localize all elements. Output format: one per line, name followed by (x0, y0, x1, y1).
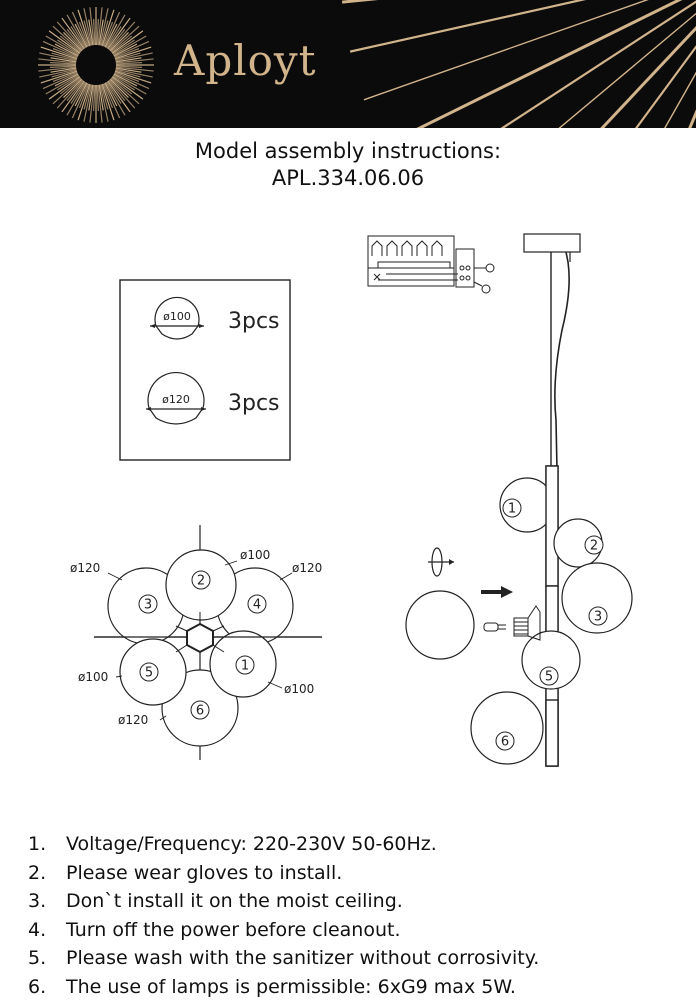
top-view: 1 2 3 4 5 6 ø120 ø100 ø120 ø100 ø100 ø120 (70, 525, 322, 760)
note-item: 5.Please wash with the sanitizer without… (28, 944, 539, 973)
g9-bulb-icon (484, 623, 506, 631)
power-cable (555, 252, 569, 470)
label-d120-top-right: ø120 (292, 561, 322, 575)
top-shade-number: 4 (248, 595, 266, 613)
note-number: 5. (28, 944, 66, 973)
note-number: 2. (28, 859, 66, 888)
note-text: Turn off the power before cleanout. (66, 919, 401, 941)
shade-number: 2 (197, 574, 205, 589)
sunburst-center (79, 48, 113, 82)
note-text: Please wear gloves to install. (66, 862, 342, 884)
parts-box: ø100 3pcs ø120 3pcs (120, 280, 290, 460)
note-number: 1. (28, 830, 66, 859)
rotate-arrow-icon (428, 548, 454, 576)
parts-size-small: ø100 (163, 310, 191, 323)
shade-number: 3 (144, 598, 152, 613)
note-text: The use of lamps is permissible: 6xG9 ma… (66, 976, 516, 998)
brand-logo-text: Aployt (174, 36, 317, 85)
side-shade-number: 1 (503, 499, 521, 517)
terminal-slot (417, 241, 427, 256)
terminal-slot (387, 241, 397, 256)
brand-header: Aployt (0, 0, 696, 128)
note-number: 3. (28, 887, 66, 916)
corner-rays-decoration (340, 0, 696, 128)
shade-number: 4 (253, 598, 261, 613)
top-shade-number: 6 (191, 701, 209, 719)
label-d100-right: ø100 (284, 682, 314, 696)
exploded-shade-4 (406, 591, 474, 659)
top-shade-number: 3 (139, 595, 157, 613)
model-number: APL.334.06.06 (0, 165, 696, 192)
note-item: 2.Please wear gloves to install. (28, 859, 539, 888)
terminal-slot (402, 241, 412, 256)
side-shade-number: 2 (585, 536, 603, 554)
shade-number: 6 (196, 704, 204, 719)
wiring-diagram (368, 236, 494, 293)
terminal-block (368, 236, 454, 286)
title-line-1: Model assembly instructions: (0, 138, 696, 165)
label-d100-top: ø100 (240, 548, 270, 562)
label-d120-bottom: ø120 (118, 713, 148, 727)
label-d100-left: ø100 (78, 670, 108, 684)
parts-size-large: ø120 (162, 393, 190, 406)
shade-number: 1 (508, 502, 516, 517)
terminal-slot (432, 241, 442, 256)
parts-qty-large: 3pcs (228, 391, 280, 416)
wire-terminal-ground (482, 285, 490, 293)
note-text: Voltage/Frequency: 220-230V 50-60Hz. (66, 833, 437, 855)
parts-qty-small: 3pcs (228, 309, 280, 334)
header-graphics (0, 0, 696, 128)
note-text: Don`t install it on the moist ceiling. (66, 890, 403, 912)
shade-number: 3 (594, 610, 602, 625)
shade-icon-small: ø100 (150, 297, 204, 339)
hub-hexagon (187, 624, 213, 652)
note-text: Please wash with the sanitizer without c… (66, 947, 539, 969)
note-number: 4. (28, 916, 66, 945)
top-shade-number: 1 (236, 656, 254, 674)
note-item: 1.Voltage/Frequency: 220-230V 50-60Hz. (28, 830, 539, 859)
shade-number: 5 (145, 666, 153, 681)
parts-box-frame (120, 280, 290, 460)
shade-icon-large: ø120 (146, 373, 206, 424)
wire-terminal-live (486, 264, 494, 272)
side-shade-number: 6 (496, 732, 514, 750)
note-number: 6. (28, 973, 66, 1001)
note-item: 6.The use of lamps is permissible: 6xG9 … (28, 973, 539, 1001)
note-item: 3.Don`t install it on the moist ceiling. (28, 887, 539, 916)
instruction-notes: 1.Voltage/Frequency: 220-230V 50-60Hz.2.… (28, 830, 539, 1001)
shade-number: 1 (241, 659, 249, 674)
label-d120-top-left: ø120 (70, 561, 100, 575)
note-item: 4.Turn off the power before cleanout. (28, 916, 539, 945)
document-title: Model assembly instructions: APL.334.06.… (0, 138, 696, 192)
insert-arrow-icon (481, 586, 513, 598)
assembly-drawing: ø100 3pcs ø120 3pcs (0, 200, 696, 810)
shade-number: 5 (545, 670, 553, 685)
shade-number: 2 (590, 539, 598, 554)
side-shade-6 (471, 692, 543, 764)
ceiling-canopy (524, 234, 580, 252)
side-shade-number: 3 (589, 607, 607, 625)
side-shade-number: 5 (540, 667, 558, 685)
terminal-slot (372, 241, 382, 256)
connector-box (456, 249, 474, 287)
top-shade-number: 2 (192, 571, 210, 589)
top-shade-number: 5 (140, 663, 158, 681)
shade-number: 6 (501, 735, 509, 750)
